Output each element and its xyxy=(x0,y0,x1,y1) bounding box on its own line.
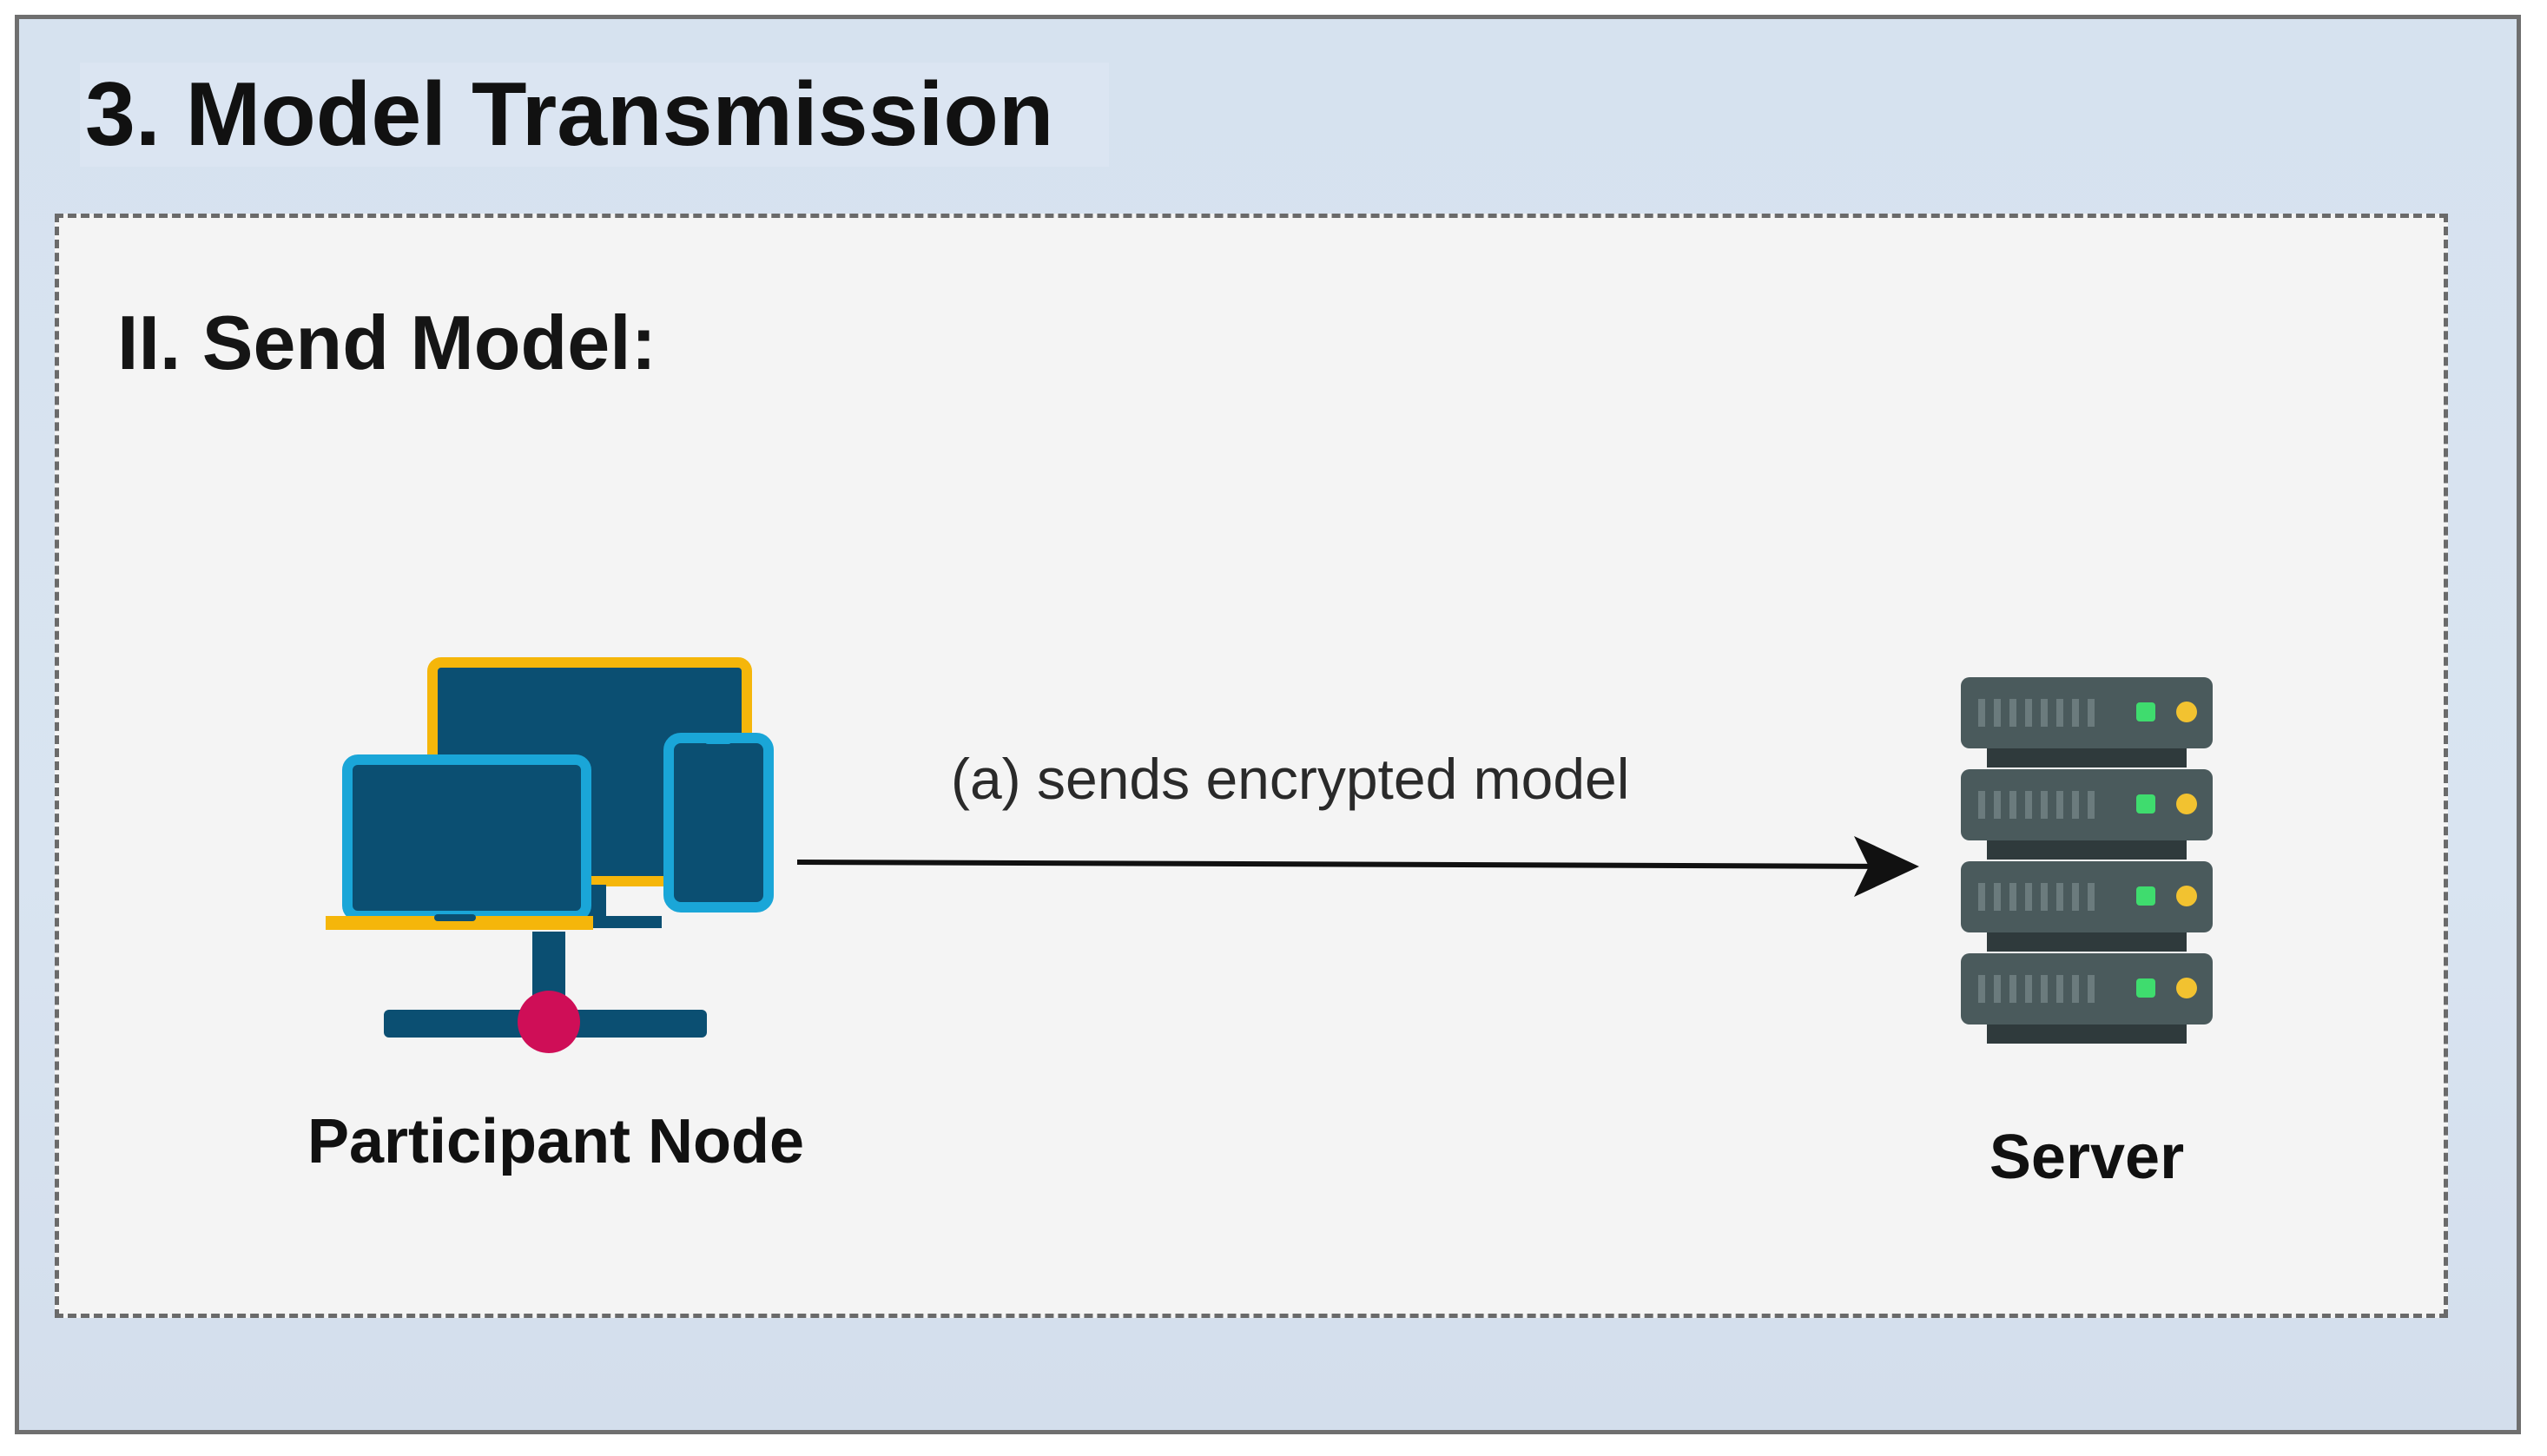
laptop-shape xyxy=(342,754,591,921)
server-unit xyxy=(1961,677,2213,768)
participant-node-label: Participant Node xyxy=(307,1107,805,1176)
server-unit xyxy=(1961,953,2213,1044)
panel-title: 3. Model Transmission xyxy=(85,64,1054,165)
server-rack-icon xyxy=(1961,677,2213,1044)
transmission-arrow xyxy=(796,836,1919,897)
network-node-dot xyxy=(518,991,580,1053)
server-label: Server xyxy=(1989,1123,2185,1192)
section-title: II. Send Model: xyxy=(117,300,657,385)
title-strip xyxy=(80,63,1109,167)
server-unit xyxy=(1961,861,2213,952)
devices-network-icon xyxy=(326,657,774,1053)
edge-label: (a) sends encrypted model xyxy=(951,747,1630,811)
server-unit xyxy=(1961,769,2213,860)
phone-shape xyxy=(663,733,774,912)
arrowhead xyxy=(1854,836,1919,897)
